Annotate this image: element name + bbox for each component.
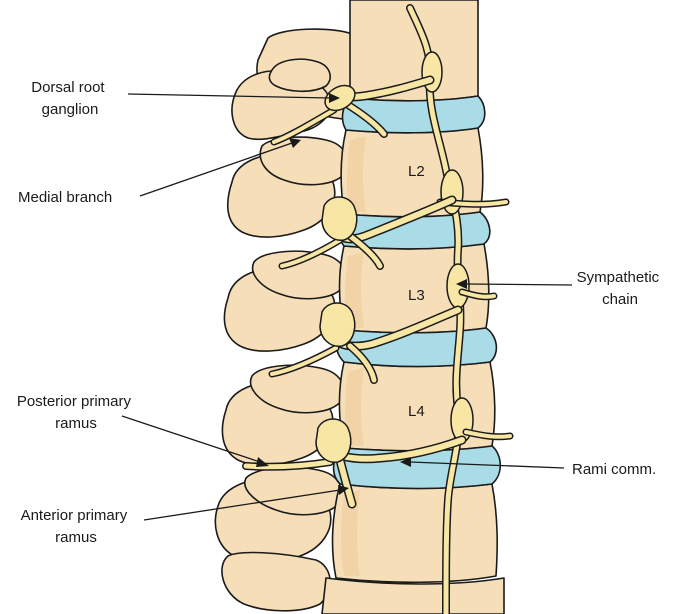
leader-sympathetic-chain bbox=[465, 283, 573, 286]
vertebra-label-l3: L3 bbox=[408, 287, 425, 304]
vertebra-labels: L2 L3 L4 bbox=[408, 163, 425, 420]
leader-anterior-primary-ramus bbox=[143, 489, 341, 521]
leader-rami-comm bbox=[409, 461, 565, 469]
vertebra-label-l2: L2 bbox=[408, 163, 425, 180]
lower-process bbox=[221, 551, 331, 612]
label-posterior-primary-ramus: Posterior primary ramus bbox=[17, 393, 135, 432]
label-rami-comm: Rami comm. bbox=[572, 461, 656, 478]
vertebra-label-l4: L4 bbox=[408, 403, 425, 420]
label-dorsal-root-ganglion: Dorsal root ganglion bbox=[31, 79, 109, 118]
articular-process-top bbox=[268, 58, 331, 93]
leader-posterior-primary-ramus bbox=[121, 415, 261, 463]
posterior-elements bbox=[214, 28, 353, 612]
drg-level-3 bbox=[319, 302, 356, 347]
callout-labels: Dorsal root ganglion Medial branch Sympa… bbox=[17, 79, 664, 546]
sacrum-base bbox=[321, 577, 505, 614]
leader-medial-branch bbox=[139, 142, 293, 197]
label-anterior-primary-ramus: Anterior primary ramus bbox=[21, 507, 132, 546]
drg-level-2 bbox=[321, 196, 358, 241]
label-sympathetic-chain: Sympathetic chain bbox=[577, 269, 664, 308]
drg-level-4 bbox=[315, 418, 352, 463]
leader-lines bbox=[121, 93, 573, 521]
nerves bbox=[242, 4, 514, 614]
leader-dorsal-root-ganglion bbox=[127, 93, 331, 99]
label-medial-branch: Medial branch bbox=[18, 189, 112, 206]
